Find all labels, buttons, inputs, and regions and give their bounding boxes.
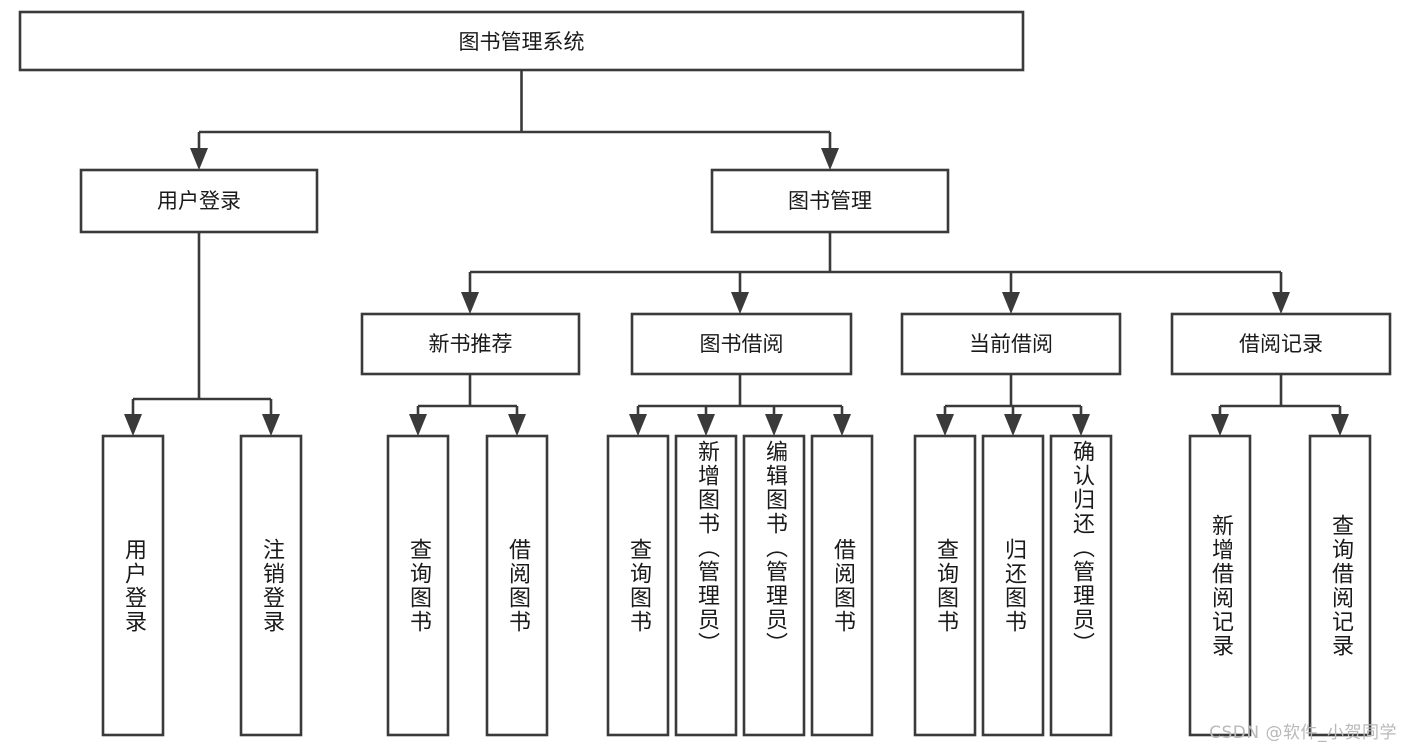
arrow-head-leaf-query-book-1 bbox=[409, 414, 427, 436]
leaf-box-user-login[interactable] bbox=[101, 434, 165, 737]
arrow-head-leaf-query-record bbox=[1331, 414, 1349, 436]
leaf-box-add-record[interactable] bbox=[1188, 434, 1252, 737]
node-current-borrow[interactable]: 当前借阅 bbox=[900, 312, 1122, 376]
node-book-borrow-box[interactable] bbox=[630, 312, 853, 376]
node-book-manage[interactable]: 图书管理 bbox=[710, 168, 950, 234]
node-book-borrow-label: 图书借阅 bbox=[700, 332, 784, 356]
arrow-head-book-manage bbox=[821, 148, 839, 170]
connector-group-book-manage bbox=[461, 232, 1290, 314]
node-new-book-rec[interactable]: 新书推荐 bbox=[360, 312, 581, 376]
leaf-box-edit-book[interactable] bbox=[742, 434, 806, 737]
node-user-login-label: 用户登录 bbox=[157, 189, 241, 213]
leaf-box-return-book[interactable] bbox=[981, 434, 1045, 737]
arrow-head-leaf-query-book-2 bbox=[629, 414, 647, 436]
leaf-box-query-book-2[interactable] bbox=[606, 434, 670, 737]
leaf-boxes bbox=[101, 434, 1372, 737]
node-current-borrow-label: 当前借阅 bbox=[969, 332, 1053, 356]
csdn-watermark: CSDN @软件_小贺同学 bbox=[1209, 723, 1397, 743]
leaf-box-query-book-1[interactable] bbox=[386, 434, 450, 737]
arrow-head-leaf-edit-book bbox=[765, 414, 783, 436]
leaf-box-logout[interactable] bbox=[239, 434, 303, 737]
node-book-manage-box[interactable] bbox=[710, 168, 950, 234]
node-root-label: 图书管理系统 bbox=[459, 30, 585, 54]
leaf-box-query-book-3[interactable] bbox=[913, 434, 977, 737]
node-borrow-record-label: 借阅记录 bbox=[1239, 332, 1323, 356]
leaf-box-borrow-book-1[interactable] bbox=[485, 434, 549, 737]
arrow-head-current-borrow bbox=[1002, 292, 1020, 314]
node-book-manage-label: 图书管理 bbox=[788, 189, 872, 213]
arrow-head-leaf-borrow-book-2 bbox=[833, 414, 851, 436]
node-new-book-rec-box[interactable] bbox=[360, 312, 581, 376]
arrow-head-book-borrow bbox=[731, 292, 749, 314]
node-borrow-record-box[interactable] bbox=[1170, 312, 1392, 376]
leaf-box-query-record[interactable] bbox=[1308, 434, 1372, 737]
node-root[interactable]: 图书管理系统 bbox=[18, 10, 1025, 72]
node-book-borrow[interactable]: 图书借阅 bbox=[630, 312, 853, 376]
arrow-head-leaf-user-login bbox=[124, 414, 142, 436]
leaf-box-add-book[interactable] bbox=[674, 434, 738, 737]
arrow-head-borrow-record bbox=[1272, 292, 1290, 314]
node-user-login-box[interactable] bbox=[79, 168, 319, 234]
leaf-box-borrow-book-2[interactable] bbox=[810, 434, 874, 737]
connector-group-new-book-rec bbox=[409, 374, 526, 436]
leaf-box-confirm-return[interactable] bbox=[1049, 434, 1113, 737]
connector-group-borrow-record bbox=[1211, 374, 1349, 436]
connector-group-user-login bbox=[124, 232, 280, 436]
arrow-head-user-login bbox=[190, 148, 208, 170]
node-new-book-rec-label: 新书推荐 bbox=[429, 332, 513, 356]
node-root-box[interactable] bbox=[18, 10, 1025, 72]
arrow-head-leaf-confirm-return bbox=[1072, 414, 1090, 436]
node-current-borrow-box[interactable] bbox=[900, 312, 1122, 376]
node-borrow-record[interactable]: 借阅记录 bbox=[1170, 312, 1392, 376]
connector-group-current-borrow bbox=[936, 374, 1090, 436]
arrow-head-leaf-return-book bbox=[1004, 414, 1022, 436]
arrow-head-leaf-borrow-book-1 bbox=[508, 414, 526, 436]
connector-group-book-borrow bbox=[629, 374, 851, 436]
arrow-head-new-book-rec bbox=[461, 292, 479, 314]
arrow-head-leaf-logout bbox=[262, 414, 280, 436]
node-user-login[interactable]: 用户登录 bbox=[79, 168, 319, 234]
connector-group-root bbox=[190, 70, 839, 170]
arrow-head-leaf-query-book-3 bbox=[936, 414, 954, 436]
arrow-head-leaf-add-record bbox=[1211, 414, 1229, 436]
arrow-head-leaf-add-book bbox=[697, 414, 715, 436]
